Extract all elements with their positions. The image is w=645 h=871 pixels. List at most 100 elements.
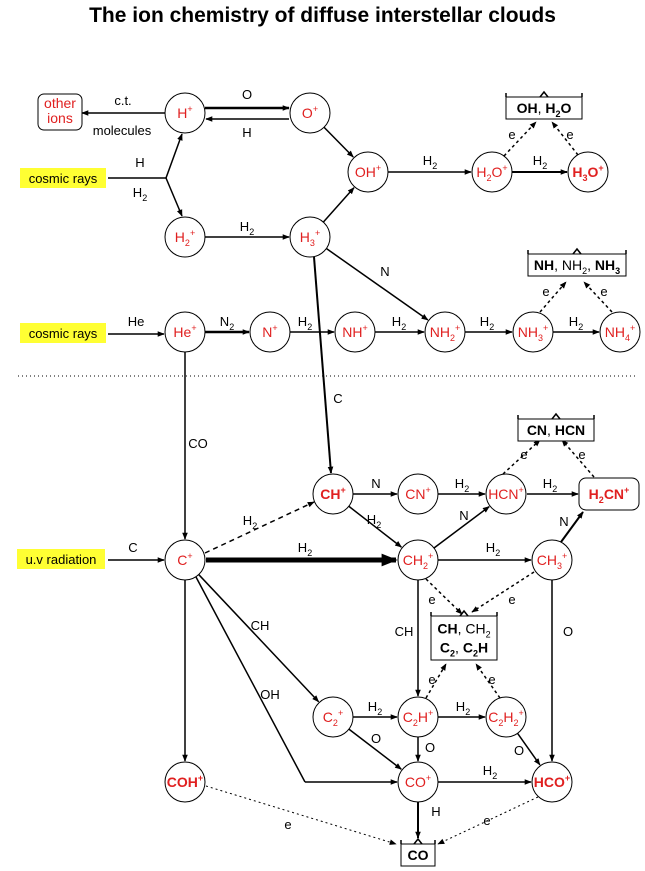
edge-label-e_cn2: e — [578, 447, 585, 462]
edge-label-H2_main: H2 — [298, 540, 312, 558]
edge-label-e_ch2: e — [428, 592, 435, 607]
edge-label-H_cr: H — [135, 155, 144, 170]
edge-label-N_ch3: N — [559, 514, 568, 529]
node-HCOp-circle — [531, 761, 573, 803]
node-NH3p-circle — [512, 311, 554, 353]
product-CO-bracket — [400, 837, 436, 845]
node-Np-circle — [249, 311, 291, 353]
node-Op-label: O+ — [302, 104, 318, 121]
node-CH3p-circle — [531, 539, 573, 581]
edge-label-H2_c2: H2 — [368, 699, 382, 717]
product-CN_HCN-label: CN, HCN — [527, 422, 585, 438]
edge-label-H_top: H — [242, 125, 251, 140]
node-NH2p-circle — [424, 311, 466, 353]
edge-label-O_ch3: O — [563, 624, 573, 639]
node-H3Op-circle — [567, 151, 609, 193]
node-NH4p-circle — [599, 311, 641, 353]
edge-c-to-ch-dash — [204, 501, 315, 554]
edge-label-CO_he: CO — [188, 436, 208, 451]
node-NHp-label: NH+ — [342, 323, 368, 340]
edge-label-N2_he: N2 — [220, 314, 234, 332]
node-OHp-label: OH+ — [355, 163, 381, 180]
edge-label-H2_cr: H2 — [133, 185, 147, 203]
product-CO-box — [400, 843, 436, 867]
node-NHp-circle — [334, 311, 376, 353]
node-H3p-circle — [289, 216, 331, 258]
product-CN_HCN-bracket — [517, 412, 595, 420]
edge-label-H_co: H — [431, 804, 440, 819]
edge-label-C_uv: C — [128, 540, 137, 555]
edge-coh-e-dash — [205, 785, 397, 845]
edge-c-to-co-oh-a — [195, 576, 306, 783]
edge-label-N_ch: N — [371, 476, 380, 491]
edge-ch2-e-dash — [425, 578, 463, 615]
edge-h3-to-oh — [322, 187, 355, 223]
edge-label-H2_np: H2 — [298, 314, 312, 332]
edge-label-ct: c.t. — [114, 93, 131, 108]
node-HCOp-label: HCO+ — [534, 773, 570, 790]
node-Hp-circle — [164, 92, 206, 134]
product-CO-label: CO — [408, 847, 429, 863]
edge-label-H2_nh2: H2 — [480, 314, 494, 332]
edge-label-e_ch3: e — [508, 592, 515, 607]
edge-label-H2_h2p: H2 — [240, 219, 254, 237]
product-CH_set-label: CH, CH2 — [437, 621, 490, 640]
edge-label-H2_hcn: H2 — [543, 476, 557, 494]
edge-label-e_cn1: e — [520, 447, 527, 462]
edge-label-H2_c2h: H2 — [456, 699, 470, 717]
edge-h2cn-e-dash — [561, 439, 595, 478]
node-Hep-circle — [164, 311, 206, 353]
edge-c2h2-e-dash — [475, 663, 501, 699]
node-HCNp-circle — [485, 473, 527, 515]
edge-c2-to-co — [348, 728, 402, 770]
node-COp-circle — [397, 761, 439, 803]
product-OH_H2O-bracket — [505, 90, 583, 98]
edge-label-CH_lbl: CH — [395, 624, 414, 639]
edge-label-OH_lbl: OH — [260, 687, 280, 702]
edge-label-e_c2h: e — [428, 672, 435, 687]
edge-label-e_oh2: e — [566, 127, 573, 142]
node-Cp-circle — [164, 539, 206, 581]
node-H2CNp-label: H2CN+ — [589, 485, 630, 505]
node-NH3p-label: NH3+ — [518, 323, 549, 343]
product-OH_H2O-label: OH, H2O — [517, 100, 572, 119]
edge-label-O_c2h2: O — [514, 743, 524, 758]
node-H2CNp-box — [578, 477, 640, 511]
edge-ch-to-ch2 — [348, 505, 402, 548]
other-ions-label: ions — [47, 110, 73, 126]
node-HCNp-label: HCN+ — [488, 485, 524, 502]
node-C2H2p-circle — [485, 696, 527, 738]
edge-label-e_nh1: e — [542, 284, 549, 299]
source-uv-box — [17, 549, 105, 569]
node-CNp-label: CN+ — [405, 485, 431, 502]
node-H2p-circle — [164, 216, 206, 258]
edge-nh3-e-dash — [539, 281, 567, 313]
edge-hco-e-dash — [437, 796, 539, 845]
edge-label-O_c2h: O — [425, 740, 435, 755]
edge-label-C_h3: C — [333, 391, 342, 406]
node-Np-label: N+ — [262, 323, 277, 340]
source-cr1-box — [20, 168, 106, 188]
edge-label-He_cr: He — [128, 314, 145, 329]
product-NH_set-box — [527, 253, 627, 277]
node-CH3p-label: CH3+ — [537, 551, 568, 571]
edge-label-O_c2: O — [371, 731, 381, 746]
edge-label-CH_lbl2: CH — [251, 618, 270, 633]
other-ions-box — [37, 93, 83, 131]
edge-label-H2_ch_ch2: H2 — [367, 512, 381, 530]
node-H3p-label: H3+ — [300, 228, 320, 248]
edge-label-H2_cn: H2 — [455, 476, 469, 494]
node-CNp-circle — [397, 473, 439, 515]
edge-fork-down — [165, 177, 183, 217]
edge-label-e_coh: e — [284, 817, 291, 832]
node-NH2p-label: NH2+ — [430, 323, 461, 343]
edge-label-H2_cp_ch: H2 — [243, 513, 257, 531]
product-CH_set-box — [430, 615, 498, 661]
edge-label-H2_nh3: H2 — [569, 314, 583, 332]
other-ions-label: other — [44, 95, 76, 111]
node-Hep-label: He+ — [173, 323, 196, 340]
edge-label-e_hco: e — [483, 813, 490, 828]
edge-ch3-e-dash — [471, 571, 535, 613]
edge-o-to-oh — [323, 126, 354, 158]
